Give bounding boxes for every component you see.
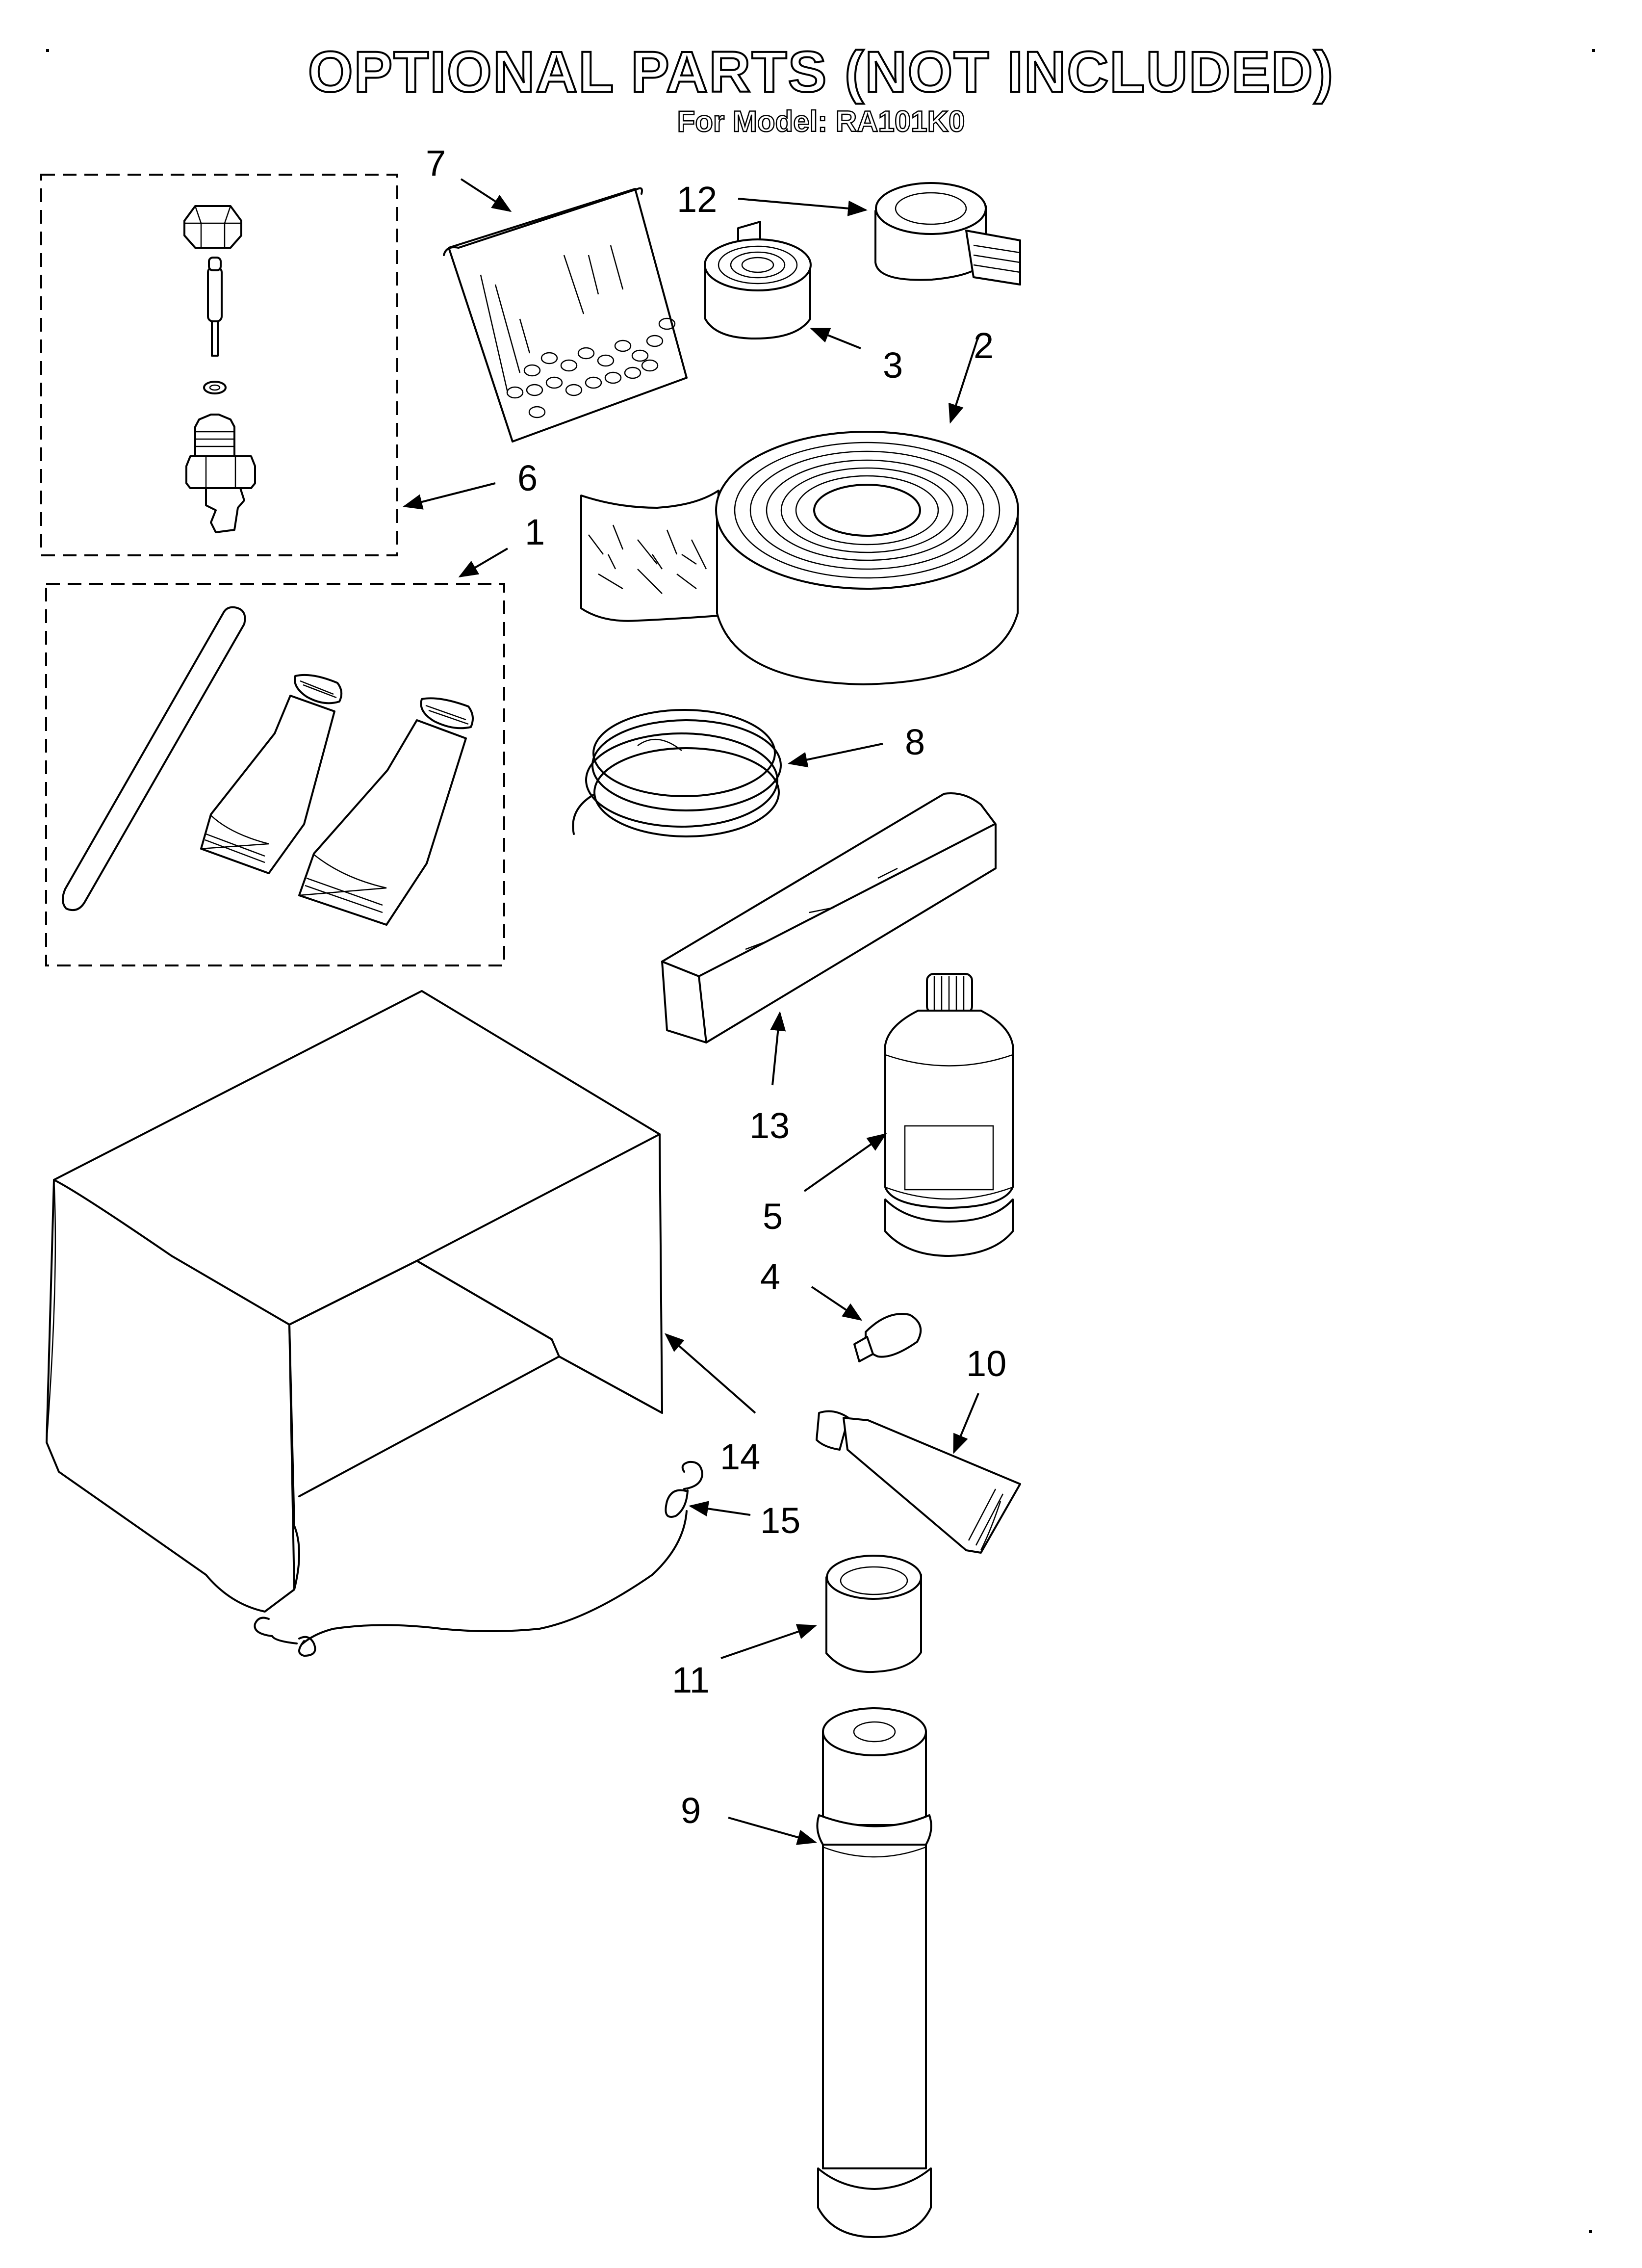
part-11-cylinder [825, 1555, 922, 1673]
part-14-cover [46, 990, 663, 1613]
part-15-cord [254, 1460, 703, 1657]
part-1-dashed-group [45, 583, 505, 966]
part-12-tape-roll [874, 182, 1021, 286]
model-subtitle: For Model: RA101K0 [676, 105, 965, 138]
callout-2: 2 [974, 325, 994, 366]
page-title: OPTIONAL PARTS (NOT INCLUDED) [307, 40, 1334, 104]
callout-4: 4 [760, 1256, 780, 1297]
callout-13: 13 [749, 1105, 790, 1146]
callout-15: 15 [760, 1500, 800, 1541]
callout-14: 14 [720, 1436, 760, 1477]
part-4-plug [853, 1313, 922, 1362]
callout-12: 12 [677, 179, 717, 220]
callout-6: 6 [517, 458, 538, 498]
callout-1: 1 [525, 512, 545, 552]
callout-8: 8 [905, 722, 925, 762]
callout-5: 5 [763, 1196, 783, 1237]
part-3-small-tape-roll [704, 221, 812, 339]
part-7-screw-bag [443, 187, 688, 443]
part-5-bottle [884, 973, 1014, 1257]
leader-arrows [403, 178, 979, 1845]
callout-11: 11 [672, 1660, 710, 1700]
part-13-foam-strip [661, 792, 997, 1043]
part-10-tube [816, 1410, 1021, 1554]
part-9-aerosol-can [816, 1707, 932, 2238]
corner-marks [46, 49, 1595, 2233]
part-1-sealant-kit [45, 583, 505, 966]
part-6-fitting-kit [40, 174, 398, 556]
callout-7: 7 [426, 143, 446, 183]
part-6-dashed-group [40, 174, 398, 556]
callout-10: 10 [966, 1343, 1006, 1384]
callout-3: 3 [883, 345, 903, 386]
part-2-insulation-roll [580, 431, 1019, 685]
callout-labels: 7 12 3 2 6 1 8 13 5 4 10 14 15 11 9 [426, 143, 1006, 1831]
callout-9: 9 [681, 1790, 701, 1831]
part-8-coiled-wire [572, 709, 782, 837]
